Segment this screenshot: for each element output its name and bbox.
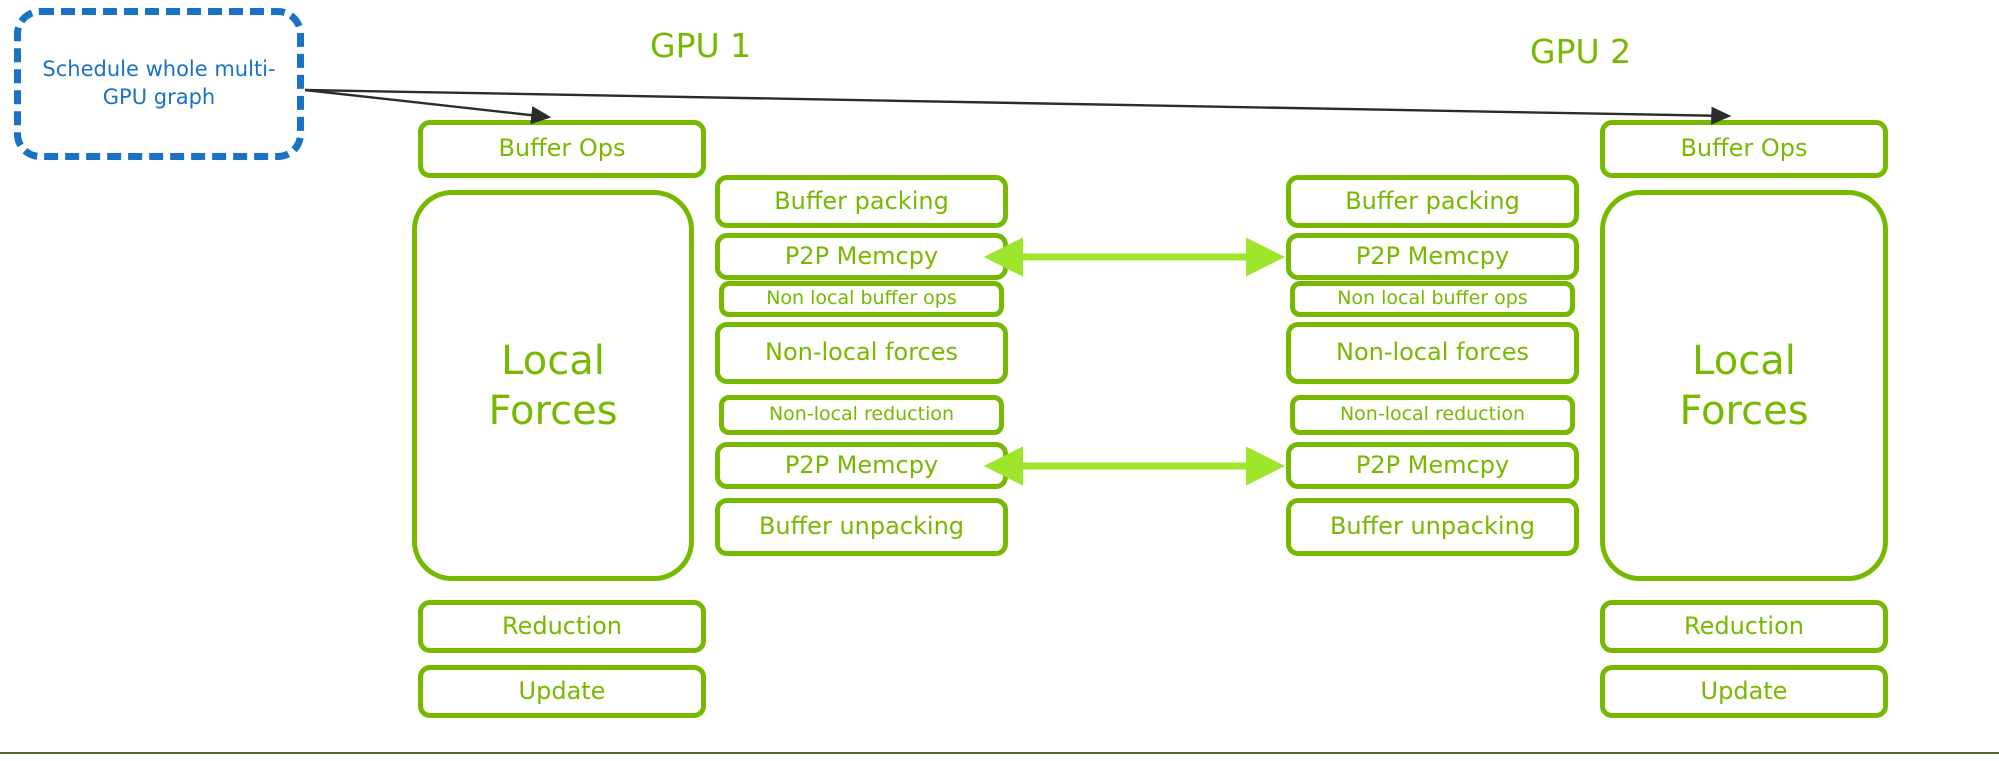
scheduler-to-gpu1-arrow	[304, 88, 552, 125]
gpu2-buffer-unpacking-box[interactable]: Buffer unpacking	[1286, 498, 1579, 556]
gpu2-local-forces-line2: Forces	[1679, 387, 1809, 434]
gpu1-non-local-reduction-box[interactable]: Non-local reduction	[719, 395, 1004, 435]
gpu2-local-forces-box[interactable]: Local Forces	[1600, 190, 1888, 581]
gpu1-buffer-packing-box[interactable]: Buffer packing	[715, 175, 1008, 228]
gpu2-reduction-box[interactable]: Reduction	[1600, 600, 1888, 653]
gpu2-non-local-forces-box[interactable]: Non-local forces	[1286, 322, 1579, 384]
gpu1-p2p-memcpy-bottom-box[interactable]: P2P Memcpy	[715, 442, 1008, 489]
gpu1-non-local-buffer-ops-box[interactable]: Non local buffer ops	[719, 281, 1004, 317]
gpu2-update-box[interactable]: Update	[1600, 665, 1888, 718]
gpu1-reduction-box[interactable]: Reduction	[418, 600, 706, 653]
gpu1-local-forces-line2: Forces	[488, 387, 618, 434]
gpu2-buffer-ops-box[interactable]: Buffer Ops	[1600, 120, 1888, 178]
gpu1-update-box[interactable]: Update	[418, 665, 706, 718]
gpu1-buffer-ops-box[interactable]: Buffer Ops	[418, 120, 706, 178]
bottom-divider	[0, 752, 1999, 754]
gpu1-p2p-memcpy-top-box[interactable]: P2P Memcpy	[715, 233, 1008, 280]
scheduler-node[interactable]: Schedule whole multi-GPU graph	[14, 8, 304, 160]
scheduler-label: Schedule whole multi-GPU graph	[42, 57, 276, 109]
gpu2-local-forces-line1: Local	[1692, 337, 1796, 384]
gpu1-buffer-unpacking-box[interactable]: Buffer unpacking	[715, 498, 1008, 556]
gpu1-title: GPU 1	[650, 26, 752, 65]
gpu2-buffer-packing-box[interactable]: Buffer packing	[1286, 175, 1579, 228]
gpu2-p2p-memcpy-bottom-box[interactable]: P2P Memcpy	[1286, 442, 1579, 489]
gpu1-local-forces-box[interactable]: Local Forces	[412, 190, 694, 581]
gpu2-title: GPU 2	[1530, 32, 1632, 71]
gpu1-local-forces-line1: Local	[501, 337, 605, 384]
gpu2-non-local-buffer-ops-box[interactable]: Non local buffer ops	[1290, 281, 1575, 317]
gpu2-non-local-reduction-box[interactable]: Non-local reduction	[1290, 395, 1575, 435]
gpu2-p2p-memcpy-top-box[interactable]: P2P Memcpy	[1286, 233, 1579, 280]
scheduler-to-gpu2-arrow	[304, 88, 1732, 125]
gpu1-non-local-forces-box[interactable]: Non-local forces	[715, 322, 1008, 384]
